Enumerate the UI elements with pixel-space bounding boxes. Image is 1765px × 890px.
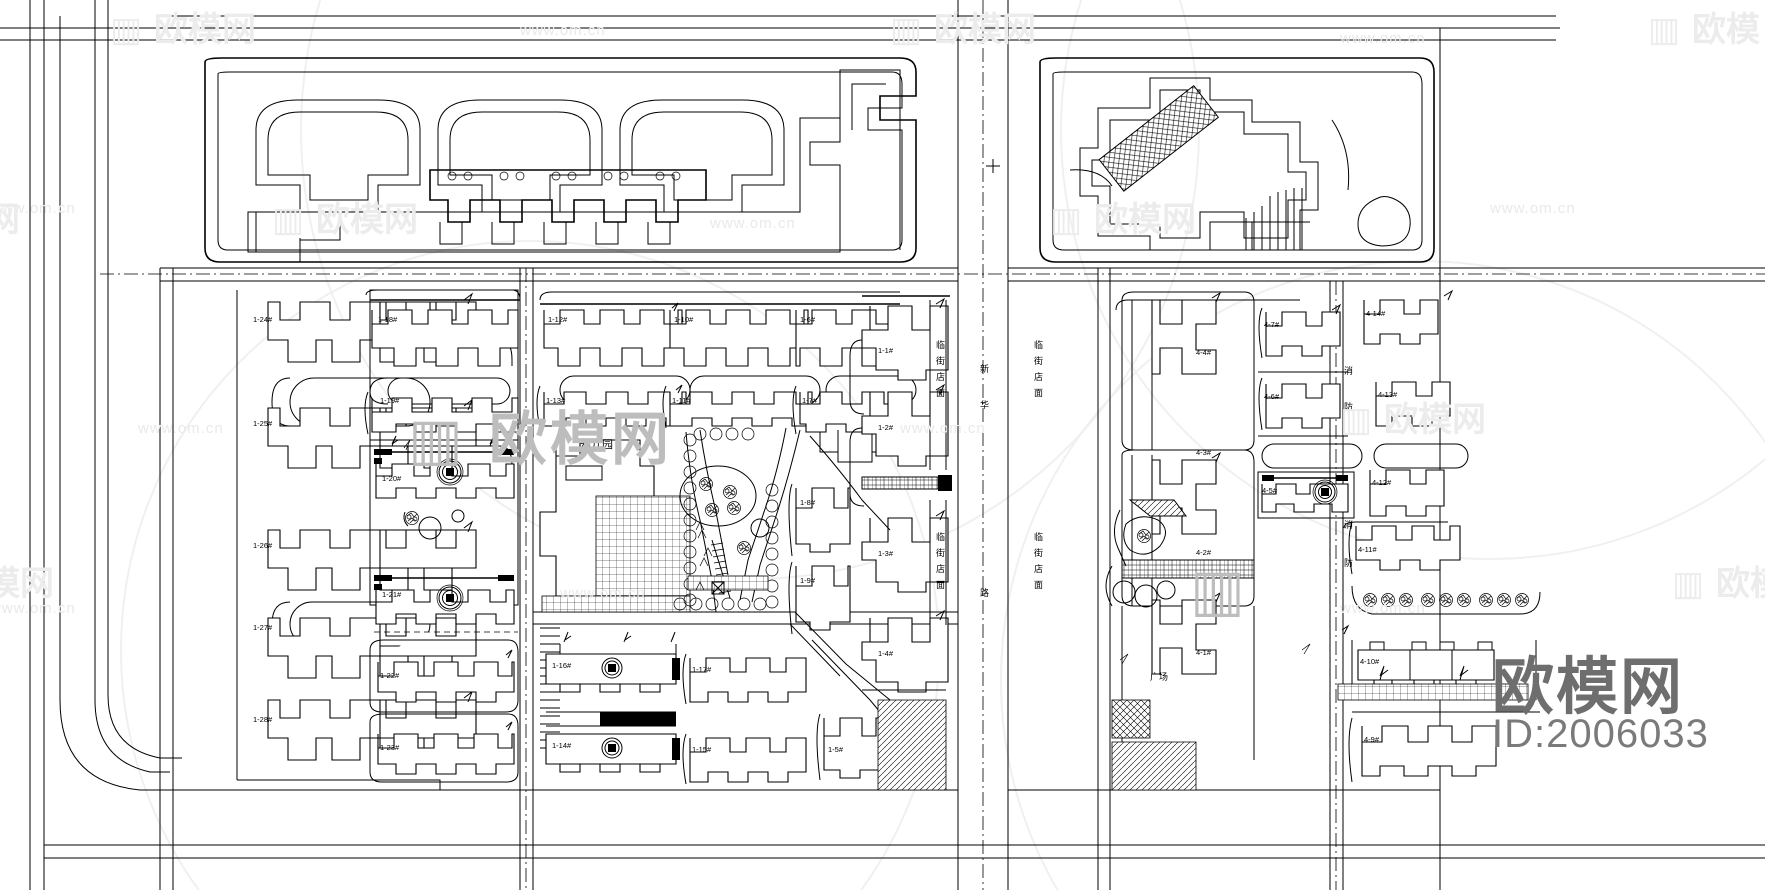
svg-text:街: 街 (936, 547, 945, 559)
building-label-1-18: 1-18# (378, 315, 398, 324)
road-label-main: 新 (980, 363, 989, 375)
svg-text:街: 街 (1034, 547, 1043, 559)
svg-text:店: 店 (1034, 371, 1043, 383)
svg-text:店: 店 (936, 371, 945, 383)
building-label-1-7: 1-7# (802, 396, 818, 405)
building-label-1-8: 1-8# (800, 498, 816, 507)
building-label-4-1: 4-1# (1196, 648, 1212, 657)
building-label-1-13: 1-13# (546, 396, 566, 405)
district1-bottom-strip: 1-16# 1-14# 1-17# 1-15# (540, 627, 947, 791)
building-label-1-21: 1-21# (382, 590, 402, 599)
kindergarten-label: 幼儿园 (580, 438, 613, 451)
building-label-1-12: 1-12# (548, 315, 568, 324)
svg-text:华: 华 (980, 399, 989, 411)
building-label-4-9: 4-9# (1364, 735, 1380, 744)
building-label-1-23: 1-23# (380, 743, 400, 752)
building-label-1-10: 1-10# (674, 315, 694, 324)
svg-text:店: 店 (1034, 563, 1043, 575)
building-label-4-7: 4-7# (1264, 320, 1280, 329)
district1-right-column: 1-1# 1-2# 1-3# 1-4# 1-8# 1-9# (788, 295, 952, 781)
building-label-1-20: 1-20# (382, 474, 402, 483)
shopfront-label-4: 临 (1034, 531, 1043, 543)
svg-text:面: 面 (936, 388, 945, 399)
district1-left-column: 1-24# 1-25# 1-26# 1-27# (236, 290, 513, 790)
svg-text:路: 路 (980, 587, 989, 599)
svg-text:消: 消 (1344, 519, 1353, 531)
svg-text:街: 街 (936, 355, 945, 367)
shopfront-label-3: 临 (1034, 339, 1043, 351)
building-label-4-5: 4-5# (1262, 486, 1278, 495)
svg-text:面: 面 (1034, 388, 1043, 399)
building-label-4-6: 4-6# (1264, 392, 1280, 401)
building-label-1-9: 1-9# (800, 576, 816, 585)
svg-text:店: 店 (936, 563, 945, 575)
building-label-4-13: 4-13# (1378, 390, 1398, 399)
district1-middle-rows: 1-12# 1-10# 1-6# 1-13# 1-11# 1-7# (536, 291, 917, 463)
building-label-1-28: 1-28# (253, 715, 273, 724)
cad-annotations (403, 439, 1311, 665)
svg-text:面: 面 (936, 580, 945, 591)
svg-text:面: 面 (1034, 580, 1043, 591)
building-label-1-26: 1-26# (253, 541, 273, 550)
building-label-1-1: 1-1# (878, 346, 894, 355)
fire-lane-label: 消 (1344, 365, 1353, 377)
building-label-4-4: 4-4# (1196, 348, 1212, 357)
plaza-label: 广场 (1150, 671, 1168, 683)
building-label-4-11: 4-11# (1358, 545, 1377, 554)
building-label-1-5: 1-5# (828, 745, 844, 754)
building-label-1-15: 1-15# (692, 745, 712, 754)
building-label-1-4: 1-4# (878, 649, 894, 658)
building-label-1-24: 1-24# (253, 315, 273, 324)
vertical-text-labels: 临 街 店 面 临 街 店 面 临 街 店 面 临 街 店 面 新 华 路 消 … (936, 339, 1353, 599)
building-label-1-22: 1-22# (380, 671, 400, 680)
building-label-1-14: 1-17# (692, 665, 712, 674)
building-label-1-25: 1-25# (253, 419, 273, 428)
shopfront-label-2: 临 (936, 531, 945, 543)
svg-text:防: 防 (1344, 401, 1353, 413)
building-label-4-10: 4-10# (1360, 657, 1380, 666)
building-label-1-11: 1-11# (672, 396, 691, 405)
building-label-1-19: 1-19# (380, 396, 400, 405)
top-right-superblock (986, 57, 1435, 263)
building-label-1-27: 1-27# (253, 623, 273, 632)
building-label-1-2: 1-2# (878, 423, 894, 432)
building-label-4-2: 4-2# (1196, 548, 1212, 557)
building-label-1-6: 1-6# (800, 315, 816, 324)
district4: 4-4# 4-3# 4-2# 4-1# 4-7# 4-14# (1105, 289, 1541, 791)
shopfront-label-1: 临 (936, 339, 945, 351)
building-label-1-16: 1-16# (552, 661, 572, 670)
building-label-4-14: 4-14# (1366, 309, 1386, 318)
svg-text:防: 防 (1344, 557, 1353, 569)
building-label-1-3: 1-3# (878, 549, 894, 558)
top-left-superblock (204, 57, 917, 263)
svg-text:街: 街 (1034, 355, 1043, 367)
building-label-4-12: 4-12# (1372, 478, 1392, 487)
building-label-4-3: 4-3# (1196, 448, 1212, 457)
building-label-1-17: 1-14# (552, 741, 572, 750)
central-park-and-kindergarten: 幼儿园 (539, 427, 891, 713)
district1-second-column: 1-18# 1-19# 1-20# (364, 289, 521, 783)
